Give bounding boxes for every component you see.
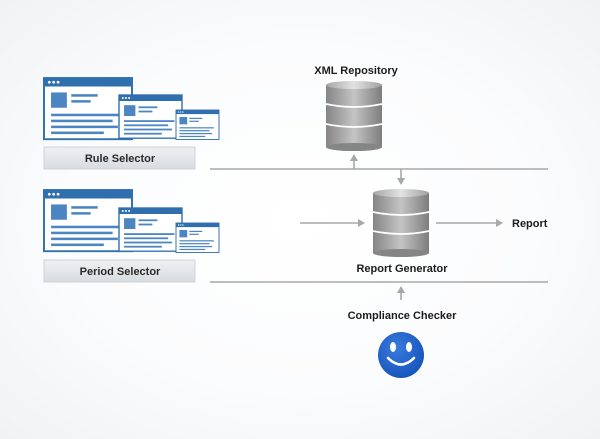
browser-windows-icon — [43, 77, 220, 141]
arrow-from-compliance-checker — [397, 286, 405, 300]
smiley-face-icon — [378, 332, 424, 378]
compliance-checker-label: Compliance Checker — [348, 310, 458, 322]
xml-repository-label: XML Repository — [314, 65, 398, 77]
arrow-to-report-generator-top — [397, 169, 405, 185]
xml-repository: XML Repository — [314, 65, 399, 151]
period-selector-label: Period Selector — [80, 266, 161, 278]
period-selector-label-bar — [43, 259, 196, 283]
arrow-into-report-generator — [300, 219, 365, 227]
rule-selector-label: Rule Selector — [85, 153, 156, 165]
report-label: Report — [512, 218, 548, 230]
database-icon — [325, 81, 383, 151]
arrow-to-report — [436, 219, 503, 227]
report-generator: Report Generator — [356, 189, 448, 275]
period-selector: Period Selector — [43, 189, 220, 283]
compliance-checker: Compliance Checker — [348, 310, 458, 378]
report-generator-label: Report Generator — [356, 263, 448, 275]
browser-windows-icon — [43, 189, 220, 253]
rule-selector-label-bar — [43, 146, 196, 170]
rule-selector: Rule Selector — [43, 77, 220, 170]
arrow-to-xml-repository — [350, 154, 358, 169]
database-icon — [372, 189, 430, 257]
